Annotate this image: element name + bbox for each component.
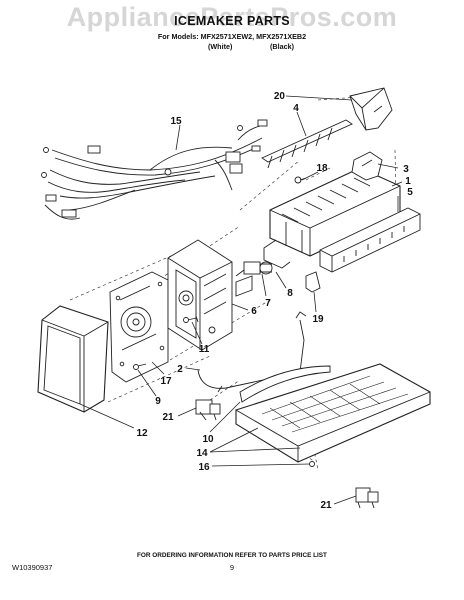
ejector-stripper-part: [261, 119, 353, 169]
callout-label: 9: [155, 396, 161, 407]
mounting-plate-part: [109, 271, 169, 383]
callout-label: 19: [312, 314, 324, 325]
callout-label: 14: [196, 448, 208, 459]
switch-part-upper: [195, 399, 221, 421]
watermark: AppliancePartsPros.com: [66, 2, 398, 32]
ice-bin-support-part: [235, 363, 431, 463]
icemaker-cover-part: [37, 305, 109, 413]
variant-white: (White): [208, 42, 233, 51]
wire-harness-part: [41, 119, 268, 220]
callout-label: 6: [251, 306, 257, 317]
ordering-note: FOR ORDERING INFORMATION REFER TO PARTS …: [137, 552, 327, 559]
document-id: W10390937: [12, 563, 53, 572]
fill-cup-part: [349, 87, 393, 131]
bin-deflector-part: [239, 365, 331, 403]
motor-gear-part: [235, 261, 273, 297]
callout-label: 4: [293, 103, 299, 114]
page-number: 9: [229, 563, 235, 572]
callout-label: 20: [274, 91, 286, 102]
models-line: For Models: MFX2571XEW2, MFX2571XEB2: [157, 32, 307, 41]
page-title: ICEMAKER PARTS: [174, 14, 290, 28]
callout-label: 15: [170, 116, 182, 127]
callout-label: 2: [177, 364, 183, 375]
callout-label: 17: [160, 376, 172, 387]
callout-label: 8: [287, 288, 293, 299]
variant-black: (Black): [270, 42, 294, 51]
callout-label: 21: [162, 412, 174, 423]
mold-heater-part: [319, 207, 421, 273]
callout-label: 5: [407, 187, 413, 198]
callout-label: 16: [198, 462, 210, 473]
ice-mold-part: [263, 167, 401, 269]
callout-label: 21: [320, 500, 332, 511]
switch-part-lower: [355, 487, 379, 509]
callout-label: 18: [316, 163, 328, 174]
callout-label: 1: [405, 176, 411, 187]
callout-leader-lines: [79, 95, 403, 505]
mold-bracket-part: [351, 151, 383, 181]
control-module-part: [167, 239, 233, 351]
callout-label: 12: [136, 428, 148, 439]
callout-label: 11: [199, 344, 210, 355]
clip-part: [305, 271, 321, 293]
callout-label: 7: [265, 298, 271, 309]
callout-label: 3: [403, 164, 409, 175]
callout-label: 10: [202, 434, 214, 445]
screws: [133, 176, 315, 467]
